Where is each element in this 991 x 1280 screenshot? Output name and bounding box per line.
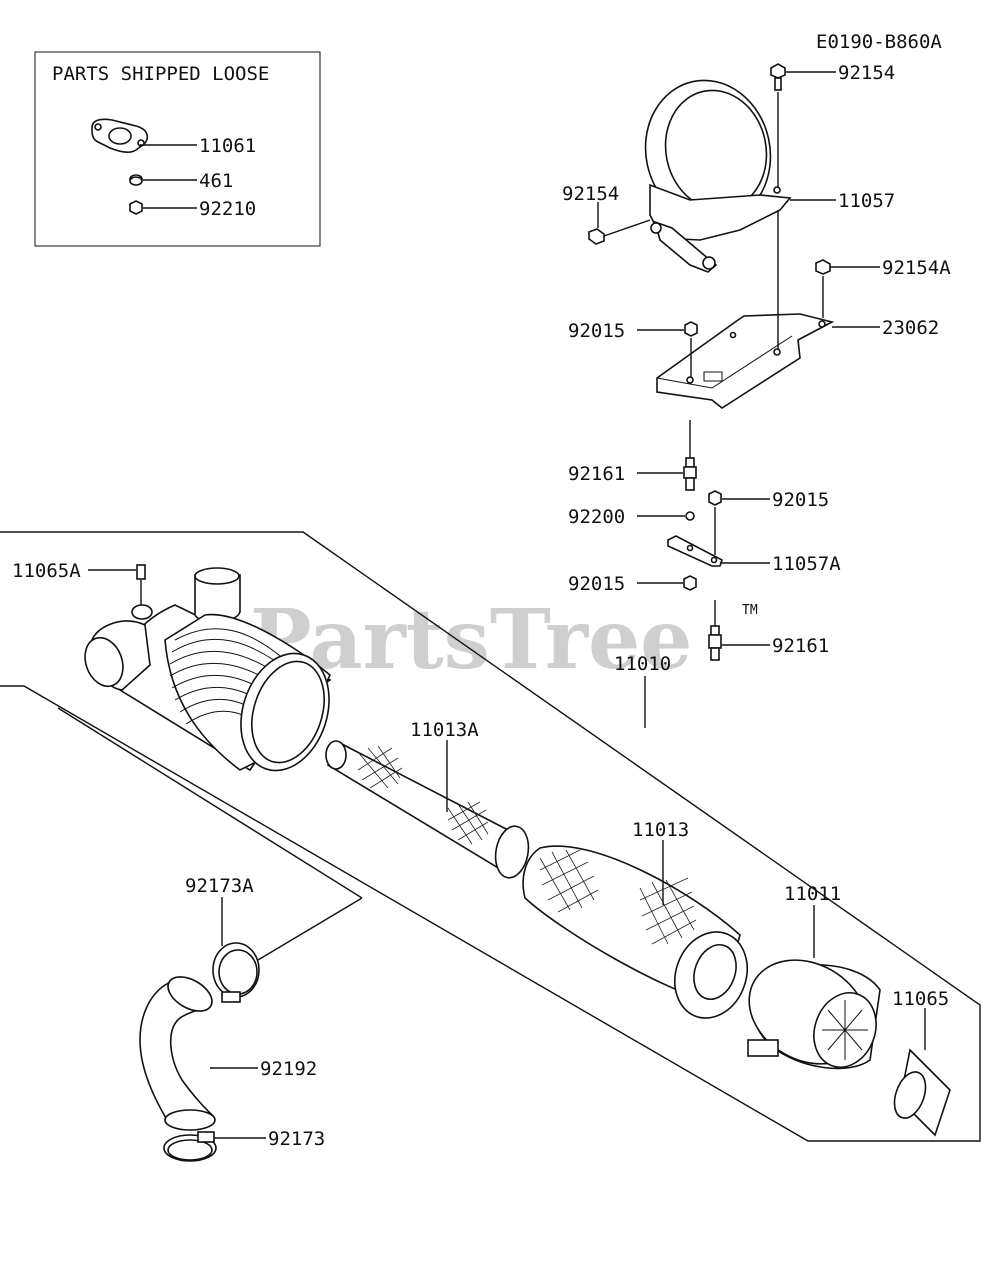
label-92173: 92173: [268, 1128, 325, 1150]
plate-23062: [656, 210, 880, 409]
label-11057: 11057: [838, 190, 895, 212]
label-11013A: 11013A: [410, 719, 479, 741]
washer-92200: [637, 511, 695, 521]
label-92210: 92210: [199, 198, 256, 220]
watermark-tm: TM: [742, 603, 758, 618]
label-92154A: 92154A: [882, 257, 951, 279]
assembly-frame-11010: [0, 531, 981, 1142]
label-92161-b: 92161: [772, 635, 829, 657]
label-92192: 92192: [260, 1058, 317, 1080]
nut-92015-c: [637, 575, 697, 591]
hose-92192: [139, 976, 258, 1131]
stud-92161-b: [708, 600, 770, 661]
label-92015-c: 92015: [568, 573, 625, 595]
label-11065: 11065: [892, 988, 949, 1010]
stud-92161-a: [637, 420, 697, 491]
inner-element-11013A: [325, 740, 530, 879]
label-92015-a: 92015: [568, 320, 625, 342]
clamp-92173A: [212, 897, 260, 1003]
label-461: 461: [199, 170, 233, 192]
label-92161-a: 92161: [568, 463, 625, 485]
label-92015-b: 92015: [772, 489, 829, 511]
air-cleaner-body: [84, 567, 332, 772]
plate-11057A: [667, 535, 770, 567]
bolt-92154-left: [588, 202, 651, 245]
label-23062: 23062: [882, 317, 939, 339]
nut-92015-b: [708, 490, 770, 555]
bolt-92154-top: [770, 63, 836, 188]
label-11013: 11013: [632, 819, 689, 841]
diagram-code: E0190-B860A: [816, 31, 942, 53]
bolt-92154A: [815, 259, 880, 318]
cover-11011: [747, 905, 881, 1070]
label-11065A: 11065A: [12, 560, 81, 582]
parts-shipped-loose-box: PARTS SHIPPED LOOSE: [34, 51, 321, 247]
label-92173A: 92173A: [185, 875, 254, 897]
indicator-11065A: [88, 564, 146, 605]
label-11011: 11011: [784, 883, 841, 905]
label-92200: 92200: [568, 506, 625, 528]
loose-box-title: PARTS SHIPPED LOOSE: [52, 63, 269, 85]
outer-element-11013: [522, 840, 748, 1019]
bracket-11057: [644, 79, 792, 273]
label-11061: 11061: [199, 135, 256, 157]
label-11010: 11010: [614, 653, 671, 675]
clamp-92173: [163, 1131, 266, 1162]
label-92154-left: 92154: [562, 183, 619, 205]
label-92154-top: 92154: [838, 62, 895, 84]
label-11057A: 11057A: [772, 553, 841, 575]
valve-11065: [893, 1008, 951, 1137]
nut-92015-a: [637, 321, 698, 378]
